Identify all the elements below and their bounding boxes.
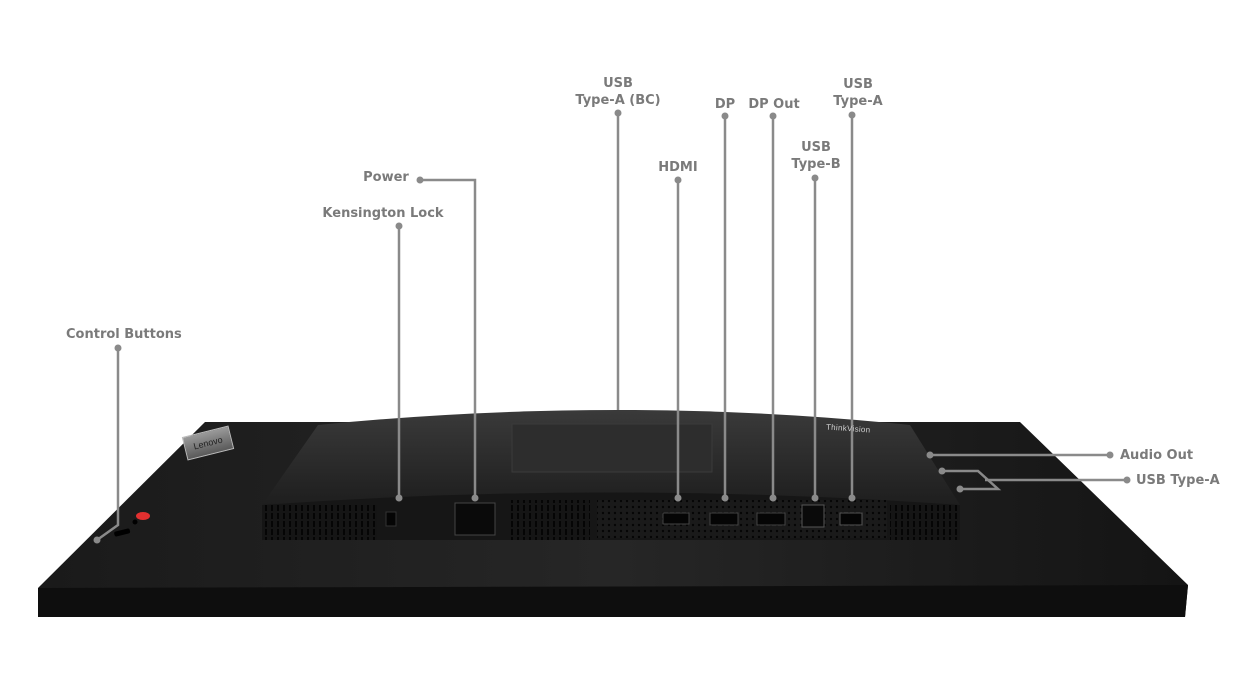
dp-out-port (756, 512, 786, 526)
label-dp: DP (714, 97, 736, 112)
power-button (136, 512, 150, 520)
label-usb-type-a-side: USB Type-A (1136, 473, 1220, 488)
label-hdmi: HDMI (658, 160, 698, 175)
kensington-lock-port (385, 511, 397, 527)
label-kensington-lock: Kensington Lock (322, 206, 444, 221)
label-dp-out: DP Out (748, 97, 800, 112)
label-audio-out: Audio Out (1120, 448, 1194, 463)
label-control-buttons: Control Buttons (66, 327, 182, 342)
dp-port (709, 512, 739, 526)
usb-type-b-port (801, 504, 825, 528)
power-port (454, 502, 496, 536)
label-power: Power (363, 170, 409, 185)
hdmi-port (662, 512, 690, 525)
usb-type-a-port (839, 512, 863, 526)
